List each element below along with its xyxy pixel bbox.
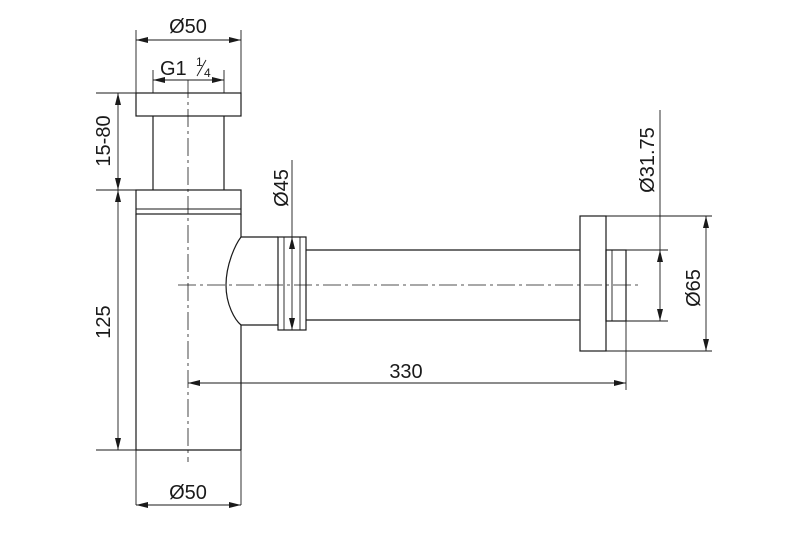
dim-top-diameter-label: Ø50 [169, 16, 207, 38]
top-cap [135, 92, 242, 117]
dim-inlet-diameter: Ø45 [271, 160, 295, 330]
dim-inlet-diameter-label: Ø45 [271, 169, 293, 207]
dim-pipe-diameter-label: Ø31.75 [637, 127, 659, 193]
dim-thread-denominator: 4 [204, 66, 211, 80]
dim-top-diameter: Ø50 [136, 16, 241, 43]
center-lines [178, 80, 640, 462]
horizontal-pipe [306, 249, 580, 321]
dim-flange-diameter: Ø65 [683, 216, 709, 351]
dim-length: 330 [188, 361, 626, 386]
dim-pipe-diameter: Ø31.75 [637, 110, 663, 321]
wall-flange [579, 215, 627, 352]
trap-body [135, 214, 242, 451]
dim-body-height: 125 [93, 190, 121, 450]
dim-bottom-diameter-label: Ø50 [169, 482, 207, 504]
dim-thread-numerator: 1 [196, 55, 203, 69]
dim-bottom-diameter: Ø50 [136, 482, 241, 508]
outlet-socket [225, 236, 307, 331]
dim-height-range: 15-80 [93, 93, 121, 190]
dim-thread: G1 1 4 [153, 55, 224, 83]
dim-length-label: 330 [389, 361, 422, 383]
dim-thread-prefix: G1 [160, 58, 187, 80]
dim-height-range-label: 15-80 [93, 115, 115, 166]
extension-lines [96, 30, 712, 505]
extension-tube [152, 116, 225, 190]
dim-flange-diameter-label: Ø65 [683, 269, 705, 307]
dim-body-height-label: 125 [93, 305, 115, 338]
body-collar [135, 189, 242, 215]
